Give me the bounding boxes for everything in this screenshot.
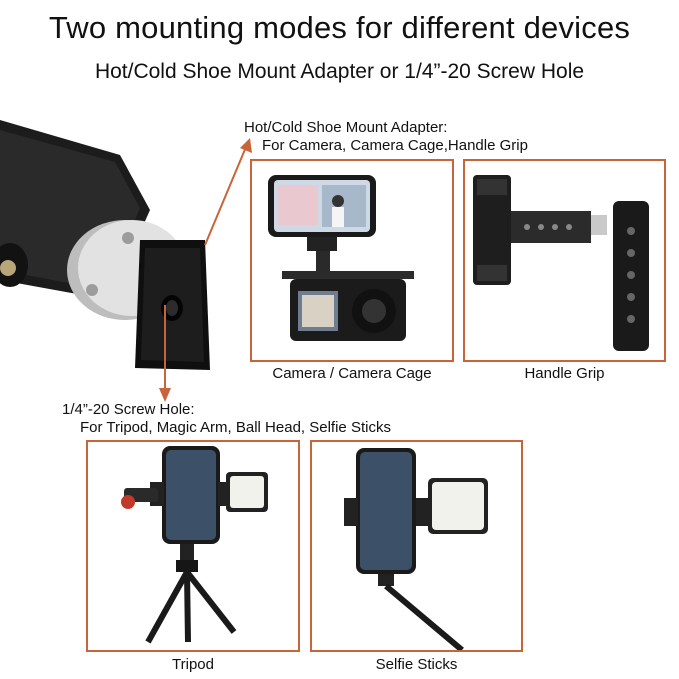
arrow-to-hot-shoe-icon xyxy=(204,138,252,246)
screw-hole-heading: 1/4”-20 Screw Hole: xyxy=(62,401,195,418)
hot-shoe-uses: For Camera, Camera Cage,Handle Grip xyxy=(262,137,528,154)
camera-cage-panel xyxy=(250,159,454,362)
handle-grip-illustration xyxy=(473,175,649,351)
arrow-to-screw-hole-icon xyxy=(159,305,171,402)
product-closeup-illustration xyxy=(0,120,210,370)
selfie-stick-illustration xyxy=(344,448,488,650)
tripod-caption: Tripod xyxy=(172,656,214,673)
screw-hole-uses: For Tripod, Magic Arm, Ball Head, Selfie… xyxy=(80,419,391,436)
camera-cage-caption: Camera / Camera Cage xyxy=(272,365,432,382)
handle-grip-caption: Handle Grip xyxy=(524,365,605,382)
tripod-illustration xyxy=(121,446,268,644)
page-title: Two mounting modes for different devices xyxy=(48,10,631,45)
tripod-panel xyxy=(86,440,300,652)
selfie-stick-caption: Selfie Sticks xyxy=(375,656,458,673)
hot-shoe-heading: Hot/Cold Shoe Mount Adapter: xyxy=(244,119,448,136)
page-subtitle: Hot/Cold Shoe Mount Adapter or 1/4”-20 S… xyxy=(94,60,585,83)
handle-grip-panel xyxy=(463,159,666,362)
camera-mount-illustration xyxy=(268,175,414,341)
selfie-stick-panel xyxy=(310,440,523,652)
